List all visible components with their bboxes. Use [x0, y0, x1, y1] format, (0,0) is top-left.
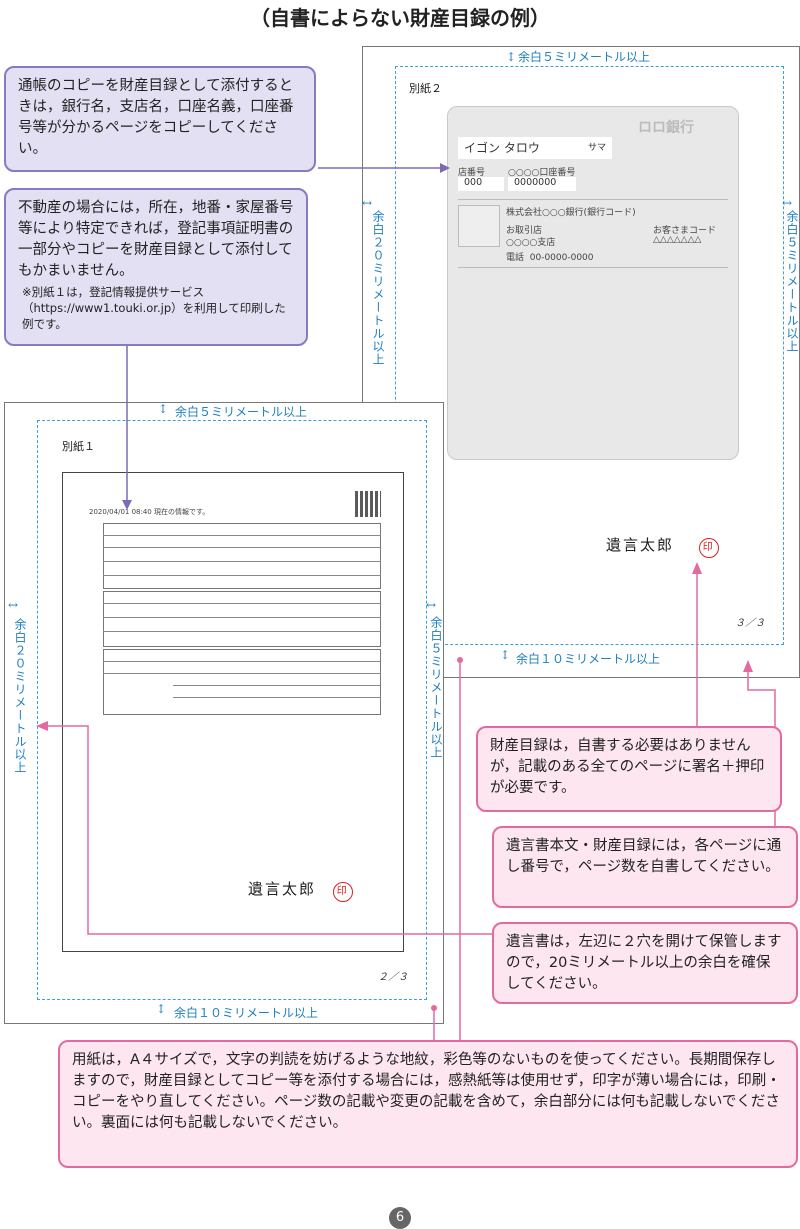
- registry-certificate-copy: 2020/04/01 08:40 現在の情報です。: [62, 472, 404, 952]
- account-no-label: ○○○○口座番号: [508, 168, 576, 178]
- sheet-2-right-margin: 余白５ミリメートル以上: [785, 210, 799, 353]
- signature-name: 遺言太郎: [248, 880, 317, 898]
- sheet-2-bottom-margin: 余白１０ミリメートル以上: [516, 652, 661, 666]
- sheet-2-margin-guide: [395, 66, 784, 645]
- sheet-1-margin-guide: [37, 420, 427, 1000]
- sheet-1-top-margin: 余白５ミリメートル以上: [175, 405, 308, 419]
- arrow-icon: ↔: [782, 196, 793, 210]
- arrow-icon: ↕: [500, 648, 511, 662]
- store-name: ○○○○支店: [506, 238, 556, 248]
- bankbook-copy: ロロ銀行 イゴン タロウ サマ 店番号 ○○○○口座番号 000 0000000…: [447, 106, 739, 460]
- honorific: サマ: [587, 143, 606, 153]
- callout-real-estate-note: ※別紙１は，登記情報提供サービス（https://www1.touki.or.j…: [22, 285, 286, 331]
- account-holder: イゴン タロウ サマ: [458, 137, 612, 159]
- sheet-2-label: 別紙２: [409, 82, 442, 95]
- sheet-1-right-margin: 余白５ミリメートル以上: [429, 616, 443, 759]
- callout-left-margin-text: 遺言書は，左辺に２穴を開けて保管しますので，20ミリメートル以上の余白を確保して…: [506, 934, 782, 992]
- qr-code-icon: [355, 491, 381, 517]
- callout-signature-text: 財産目録は，自書する必要はありませんが，記載のある全てのページに署名＋押印が必要…: [490, 738, 765, 796]
- branch-no-label: 店番号: [458, 168, 486, 178]
- arrow-icon: ↕: [158, 402, 169, 416]
- sheet-1-signature: 遺言太郎 印: [248, 878, 353, 902]
- seal-icon: 印: [332, 882, 353, 902]
- sheet-1-left-margin: 余白２０ミリメートル以上: [13, 618, 27, 774]
- footer-page-number: 6: [389, 1207, 411, 1229]
- sheet-2-signature: 遺言太郎 印: [606, 534, 719, 558]
- bank-seal-placeholder: [458, 205, 500, 247]
- holder-name: イゴン タロウ: [464, 141, 540, 155]
- signature-name: 遺言太郎: [606, 536, 675, 554]
- arrow-icon: ↔: [426, 598, 437, 612]
- sheet-1-page-number: ２／３: [378, 972, 408, 983]
- branch-no: 000: [458, 177, 504, 191]
- callout-paper-rules: 用紙は，A４サイズで，文字の判読を妨げるような地紋，彩色等のないものを使ってくだ…: [58, 1040, 798, 1168]
- callout-real-estate: 不動産の場合には，所在，地番・家屋番号等により特定できれば，登記事項証明書の一部…: [4, 188, 308, 346]
- arrow-icon: ↕: [506, 50, 517, 64]
- callout-signature: 財産目録は，自書する必要はありませんが，記載のある全てのページに署名＋押印が必要…: [476, 726, 782, 812]
- callout-bankbook-text: 通帳のコピーを財産目録として添付するときは，銀行名，支店名，口座名義，口座番号等…: [18, 78, 294, 157]
- store-label: お取引店: [506, 226, 543, 236]
- bank-logo: ロロ銀行: [638, 120, 694, 136]
- arrow-icon: ↕: [156, 1002, 167, 1016]
- arrow-icon: ↔: [8, 598, 19, 612]
- callout-bankbook: 通帳のコピーを財産目録として添付するときは，銀行名，支店名，口座名義，口座番号等…: [4, 66, 316, 172]
- bank-company: 株式会社○○○銀行(銀行コード): [506, 208, 636, 218]
- sheet-2-left-margin: 余白２０ミリメートル以上: [371, 210, 385, 366]
- sheet-1-label: 別紙１: [62, 440, 95, 453]
- sheet-1-bottom-margin: 余白１０ミリメートル以上: [174, 1006, 319, 1020]
- phone-label: 電話: [506, 253, 525, 263]
- account-no: 0000000: [508, 177, 576, 191]
- sheet-2-top-margin: 余白５ミリメートル以上: [518, 50, 651, 64]
- customer-code: △△△△△△△: [653, 235, 702, 245]
- callout-paper-rules-text: 用紙は，A４サイズで，文字の判読を妨げるような地紋，彩色等のないものを使ってくだ…: [72, 1052, 781, 1131]
- seal-icon: 印: [698, 538, 719, 558]
- page-title: （自書によらない財産目録の例）: [250, 6, 550, 30]
- certificate-date: 2020/04/01 08:40 現在の情報です。: [89, 508, 210, 516]
- callout-real-estate-text: 不動産の場合には，所在，地番・家屋番号等により特定できれば，登記事項証明書の一部…: [18, 200, 294, 279]
- phone: 電話 00-0000-0000: [506, 250, 594, 263]
- callout-page-numbers-text: 遺言書本文・財産目録には，各ページに通し番号で，ページ数を自書してください。: [506, 838, 782, 875]
- callout-left-margin: 遺言書は，左辺に２穴を開けて保管しますので，20ミリメートル以上の余白を確保して…: [492, 922, 798, 1004]
- customer-code-label: お客さまコード: [653, 226, 717, 236]
- callout-page-numbers: 遺言書本文・財産目録には，各ページに通し番号で，ページ数を自書してください。: [492, 826, 798, 908]
- arrow-icon: ↔: [362, 196, 373, 210]
- sheet-2-page-number: ３／３: [735, 618, 765, 629]
- phone-number: 00-0000-0000: [529, 253, 594, 263]
